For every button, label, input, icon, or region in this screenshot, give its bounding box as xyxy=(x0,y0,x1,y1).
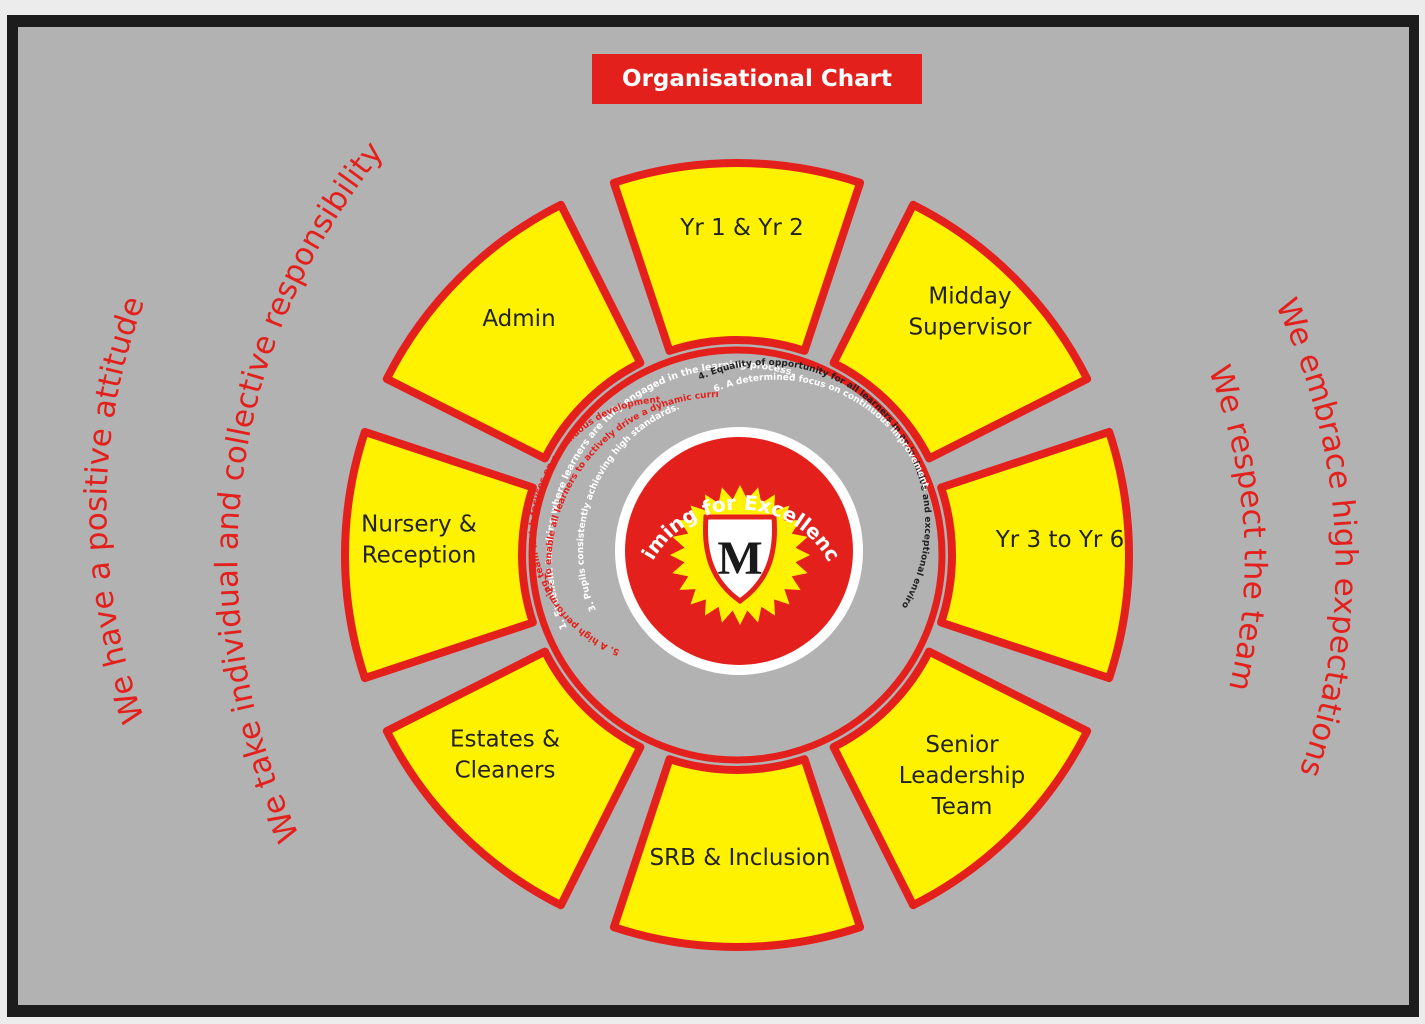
segment-shape-yr3-yr6 xyxy=(937,427,1133,683)
segment-label-line: Team xyxy=(931,794,993,820)
segment-label-line: Estates & xyxy=(450,727,560,753)
segment-shape-senior-leadership-team xyxy=(829,647,1092,910)
segment-label-line: Yr 3 to Yr 6 xyxy=(995,527,1125,553)
segment-label-estates-cleaners: Estates & Cleaners xyxy=(450,727,560,784)
chart-title: Organisational Chart xyxy=(592,54,922,104)
value-respect-team: We respect the team xyxy=(1201,360,1273,694)
segment-label-nursery-reception: Nursery & Reception xyxy=(361,512,477,569)
segment-shape-estates-cleaners xyxy=(382,647,645,910)
segment-estates-cleaners: Estates & Cleaners xyxy=(382,647,645,910)
segment-shape-admin xyxy=(382,200,645,463)
segment-shape-nursery-reception xyxy=(341,427,537,683)
segment-label-line: Admin xyxy=(482,306,555,332)
segment-yr3-yr6: Yr 3 to Yr 6 xyxy=(937,427,1133,683)
segment-shape-midday-supervisor xyxy=(829,200,1092,463)
segment-label-line: Midday xyxy=(928,284,1011,310)
segment-shape-yr1-yr2 xyxy=(609,159,865,355)
segment-label-line: Cleaners xyxy=(455,758,556,784)
segment-label-line: Leadership xyxy=(899,763,1025,789)
segment-label-line: Reception xyxy=(362,543,477,569)
segment-admin: Admin xyxy=(382,200,645,463)
segment-label-yr3-yr6: Yr 3 to Yr 6 xyxy=(995,527,1125,553)
segment-label-srb-inclusion: SRB & Inclusion xyxy=(650,845,831,871)
value-high-expectations: We embrace high expectations xyxy=(1268,293,1364,782)
segment-label-admin: Admin xyxy=(482,306,555,332)
segment-label-line: Supervisor xyxy=(909,315,1032,341)
segment-label-yr1-yr2: Yr 1 & Yr 2 xyxy=(679,215,803,241)
segment-label-line: Yr 1 & Yr 2 xyxy=(679,215,803,241)
segment-yr1-yr2: Yr 1 & Yr 2 xyxy=(609,159,865,355)
badge-letter: M xyxy=(717,532,762,585)
value-positive-attitude: We have a positive attitude xyxy=(78,292,152,728)
segment-label-line: Nursery & xyxy=(361,512,477,538)
segment-srb-inclusion: SRB & Inclusion xyxy=(609,755,865,951)
shield-icon xyxy=(702,514,778,605)
segment-label-line: SRB & Inclusion xyxy=(650,845,831,871)
segment-nursery-reception: Nursery & Reception xyxy=(341,427,537,683)
segment-label-line: Senior xyxy=(925,732,999,758)
segment-shape-srb-inclusion xyxy=(609,755,865,951)
